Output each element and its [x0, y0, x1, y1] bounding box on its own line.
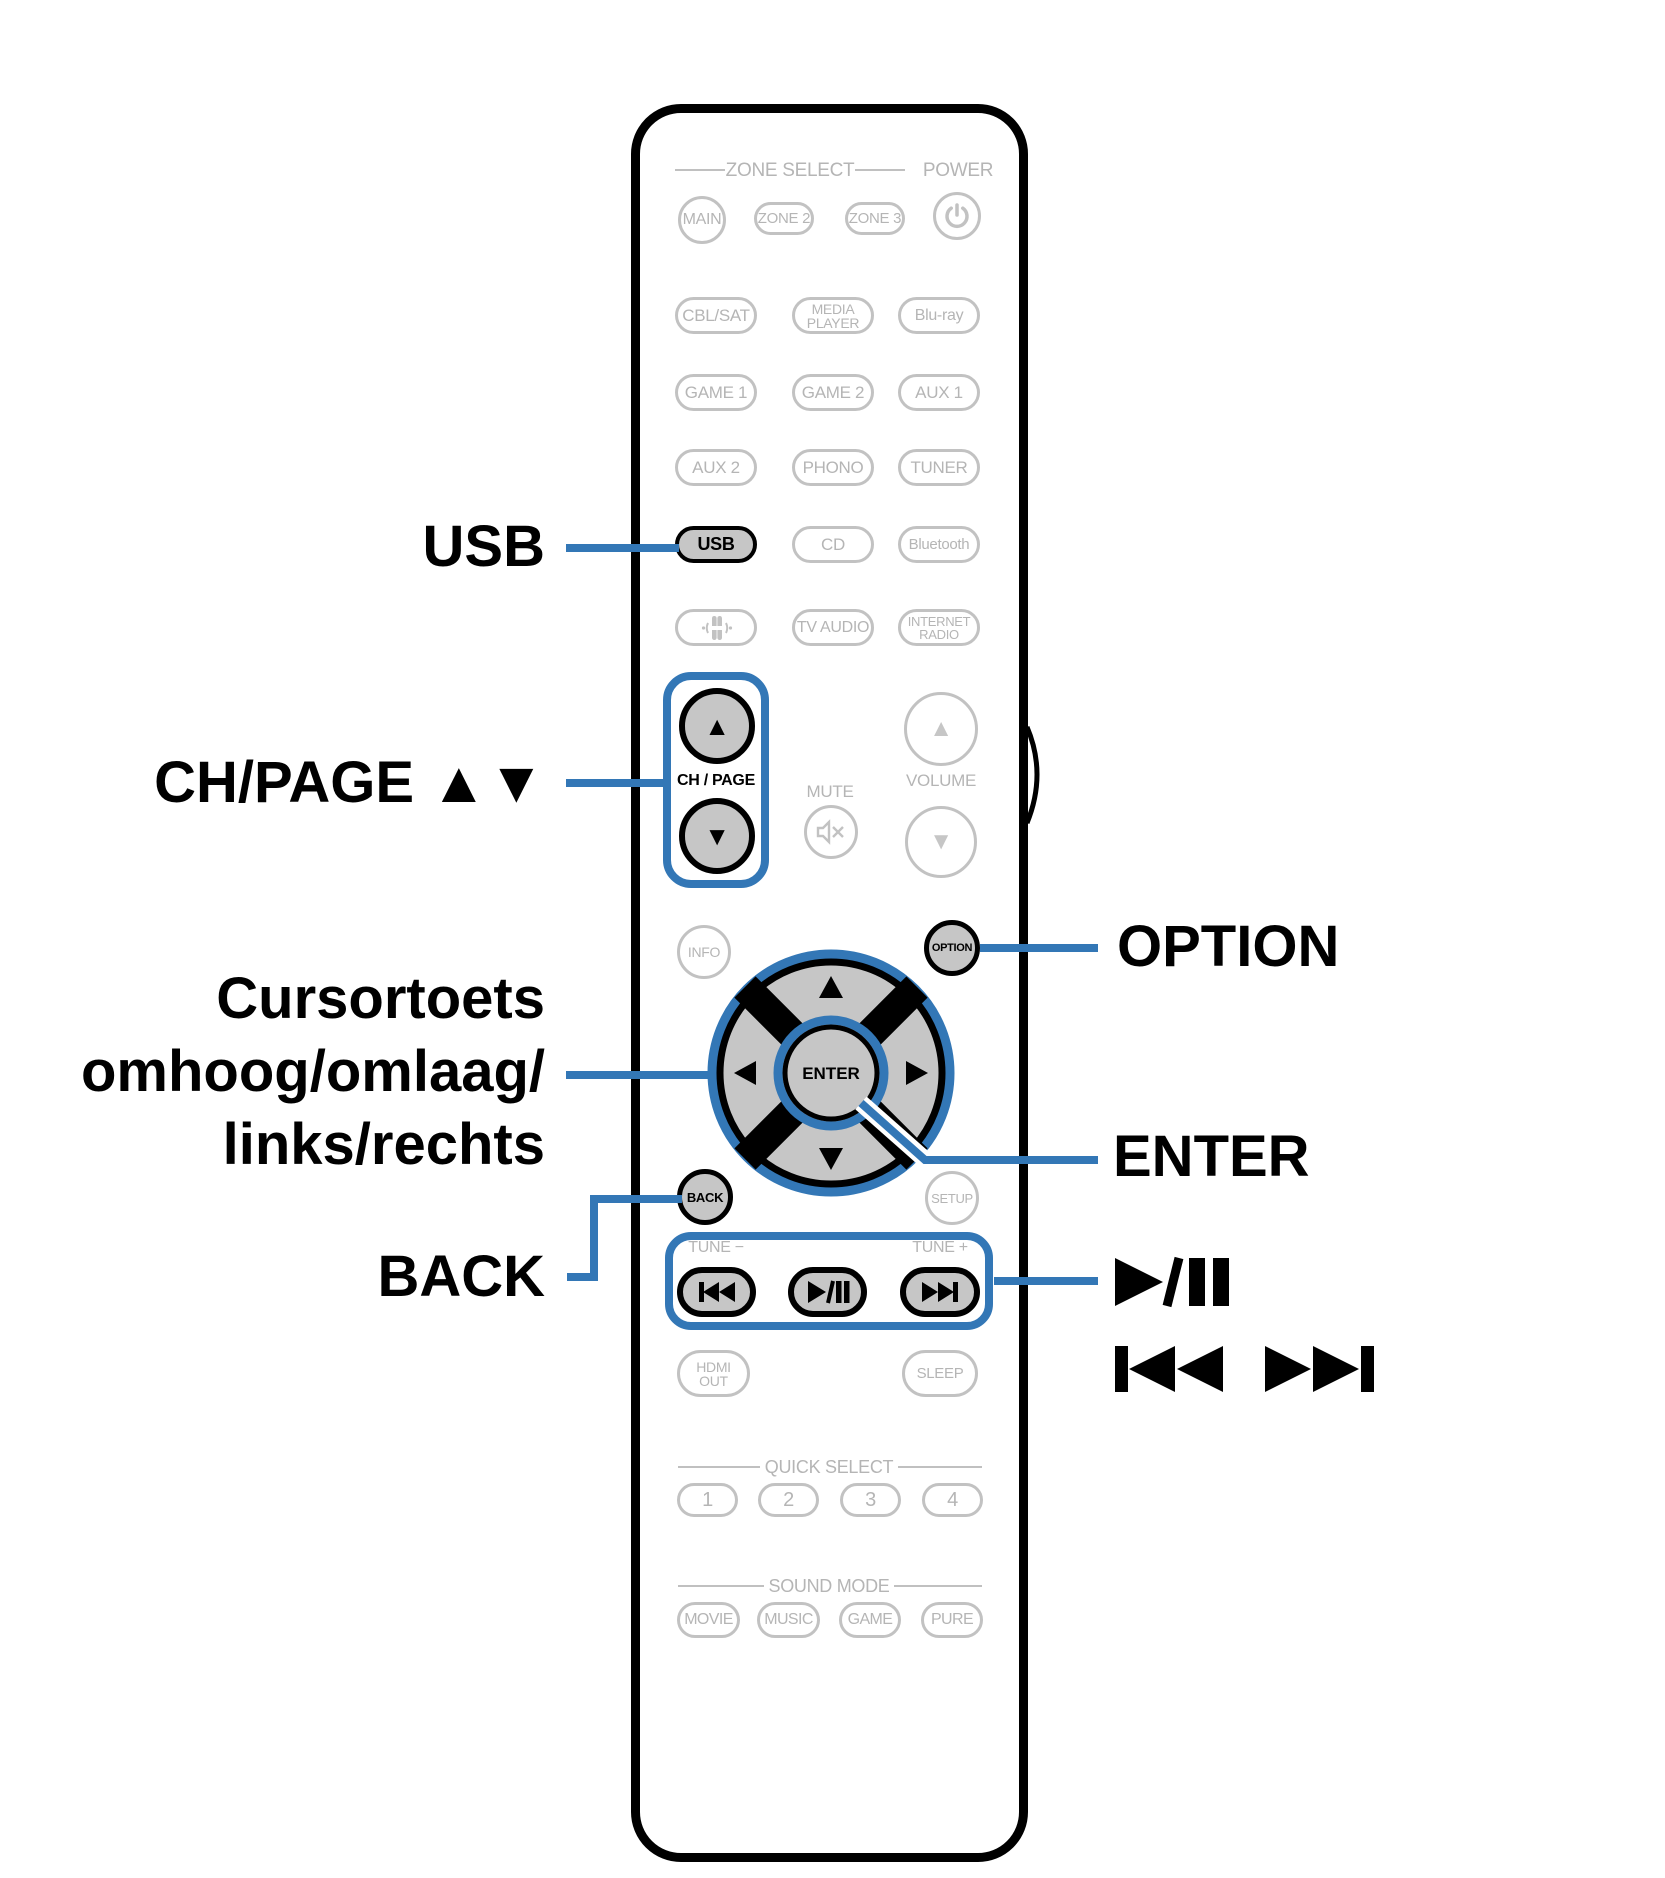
cursor-down-arrow[interactable] [819, 1148, 843, 1170]
cursor-callout-line [566, 1071, 712, 1079]
cbl-sat-button[interactable]: CBL/SAT [675, 297, 757, 334]
divider [894, 1585, 982, 1587]
aux1-button[interactable]: AUX 1 [898, 374, 980, 411]
sleep-button[interactable]: SLEEP [902, 1350, 978, 1397]
enter-callout-line [855, 1096, 1098, 1171]
back-callout-line [590, 1195, 682, 1203]
game2-button[interactable]: GAME 2 [792, 374, 874, 411]
game-sound-button[interactable]: GAME [839, 1602, 901, 1638]
ch-page-callout-line [566, 779, 667, 787]
setup-button[interactable]: SETUP [925, 1171, 979, 1225]
back-button[interactable]: BACK [677, 1169, 733, 1225]
usb-button[interactable]: USB [675, 526, 757, 563]
quick-select-1-button[interactable]: 1 [677, 1483, 738, 1517]
power-header: POWER [922, 160, 994, 181]
usb-callout-label: USB [422, 514, 545, 579]
ch-page-highlight [663, 672, 769, 888]
cursor-callout-line1: Cursortoets [216, 966, 545, 1031]
skip-back-icon [698, 1282, 735, 1302]
tune-plus-label: TUNE + [912, 1239, 968, 1256]
skip-back-button[interactable] [677, 1267, 756, 1317]
skip-forward-button[interactable] [900, 1267, 980, 1317]
internet-radio-button[interactable]: INTERNET RADIO [898, 609, 980, 646]
sound-wave-button[interactable] [675, 609, 757, 646]
power-button[interactable] [933, 192, 981, 240]
quick-select-3-button[interactable]: 3 [840, 1483, 901, 1517]
option-button[interactable]: OPTION [924, 920, 980, 976]
divider [855, 169, 905, 171]
quick-select-header: QUICK SELECT [764, 1457, 894, 1477]
volume-up-button[interactable]: ▲ [904, 692, 978, 766]
info-button[interactable]: INFO [677, 925, 731, 979]
divider [675, 169, 725, 171]
enter-button[interactable] [782, 1024, 880, 1122]
tv-audio-button[interactable]: TV AUDIO [792, 609, 874, 646]
cursor-right-arrow[interactable] [906, 1061, 928, 1085]
cursor-callout-line3: links/rechts [222, 1112, 545, 1177]
channel-page-up-button[interactable]: ▲ [679, 688, 755, 764]
play-pause-icon [807, 1280, 849, 1304]
phono-button[interactable]: PHONO [792, 449, 874, 486]
up-triangle-icon: ▲ [704, 711, 730, 741]
option-callout-line [980, 944, 1098, 952]
skip-callout-icons [1115, 1346, 1374, 1392]
up-triangle-icon: ▲ [929, 715, 953, 742]
divider [678, 1466, 760, 1468]
tune-minus-label: TUNE − [688, 1239, 744, 1256]
hdmi-out-button[interactable]: HDMI OUT [677, 1350, 750, 1397]
zone3-button[interactable]: ZONE 3 [845, 202, 905, 235]
cursor-up-arrow[interactable] [819, 976, 843, 998]
channel-page-down-button[interactable]: ▼ [679, 798, 755, 874]
down-triangle-icon: ▼ [704, 821, 730, 851]
sound-wave-icon [701, 615, 733, 640]
back-callout-line [567, 1273, 598, 1281]
zone2-button[interactable]: ZONE 2 [754, 202, 814, 235]
blu-ray-button[interactable]: Blu-ray [898, 297, 980, 334]
main-zone-button[interactable]: MAIN [678, 196, 726, 244]
movie-button[interactable]: MOVIE [677, 1602, 740, 1638]
pure-button[interactable]: PURE [921, 1602, 983, 1638]
play-pause-callout-icon [1115, 1256, 1229, 1308]
skip-forward-icon [922, 1282, 958, 1302]
mute-button[interactable] [804, 805, 858, 859]
game1-button[interactable]: GAME 1 [675, 374, 757, 411]
back-callout-label: BACK [377, 1244, 545, 1309]
zone-select-header: ZONE SELECT [725, 160, 855, 181]
cursor-callout-label: Cursortoets omhoog/omlaag/ links/rechts [81, 962, 545, 1181]
mute-speaker-icon [816, 819, 844, 845]
ch-page-callout-label: CH/PAGE ▲▼ [154, 750, 545, 815]
enter-callout-label: ENTER [1113, 1124, 1310, 1189]
ch-page-label: CH / PAGE [677, 772, 755, 789]
aux2-button[interactable]: AUX 2 [675, 449, 757, 486]
tuner-button[interactable]: TUNER [898, 449, 980, 486]
down-triangle-icon: ▼ [929, 828, 953, 855]
remote-grip-bump [1024, 726, 1040, 824]
transport-highlight [665, 1232, 993, 1330]
volume-down-button[interactable]: ▼ [905, 806, 977, 878]
quick-select-4-button[interactable]: 4 [922, 1483, 983, 1517]
option-callout-label: OPTION [1117, 914, 1340, 979]
bluetooth-button[interactable]: Bluetooth [898, 526, 980, 563]
sound-mode-header: SOUND MODE [768, 1576, 890, 1596]
media-player-button[interactable]: MEDIA PLAYER [792, 297, 874, 334]
volume-header: VOLUME [906, 771, 976, 790]
cursor-callout-line2: omhoog/omlaag/ [81, 1039, 545, 1104]
enter-button-label: ENTER [802, 1064, 860, 1083]
divider [898, 1466, 982, 1468]
divider [678, 1585, 764, 1587]
quick-select-2-button[interactable]: 2 [758, 1483, 819, 1517]
mute-header: MUTE [806, 782, 854, 801]
power-icon [945, 203, 969, 229]
play-pause-button[interactable] [788, 1267, 867, 1317]
usb-callout-line [566, 544, 679, 552]
back-callout-line [590, 1195, 598, 1281]
music-button[interactable]: MUSIC [757, 1602, 820, 1638]
cursor-left-arrow[interactable] [734, 1061, 756, 1085]
cd-button[interactable]: CD [792, 526, 874, 563]
play-pause-callout-line [994, 1277, 1098, 1285]
